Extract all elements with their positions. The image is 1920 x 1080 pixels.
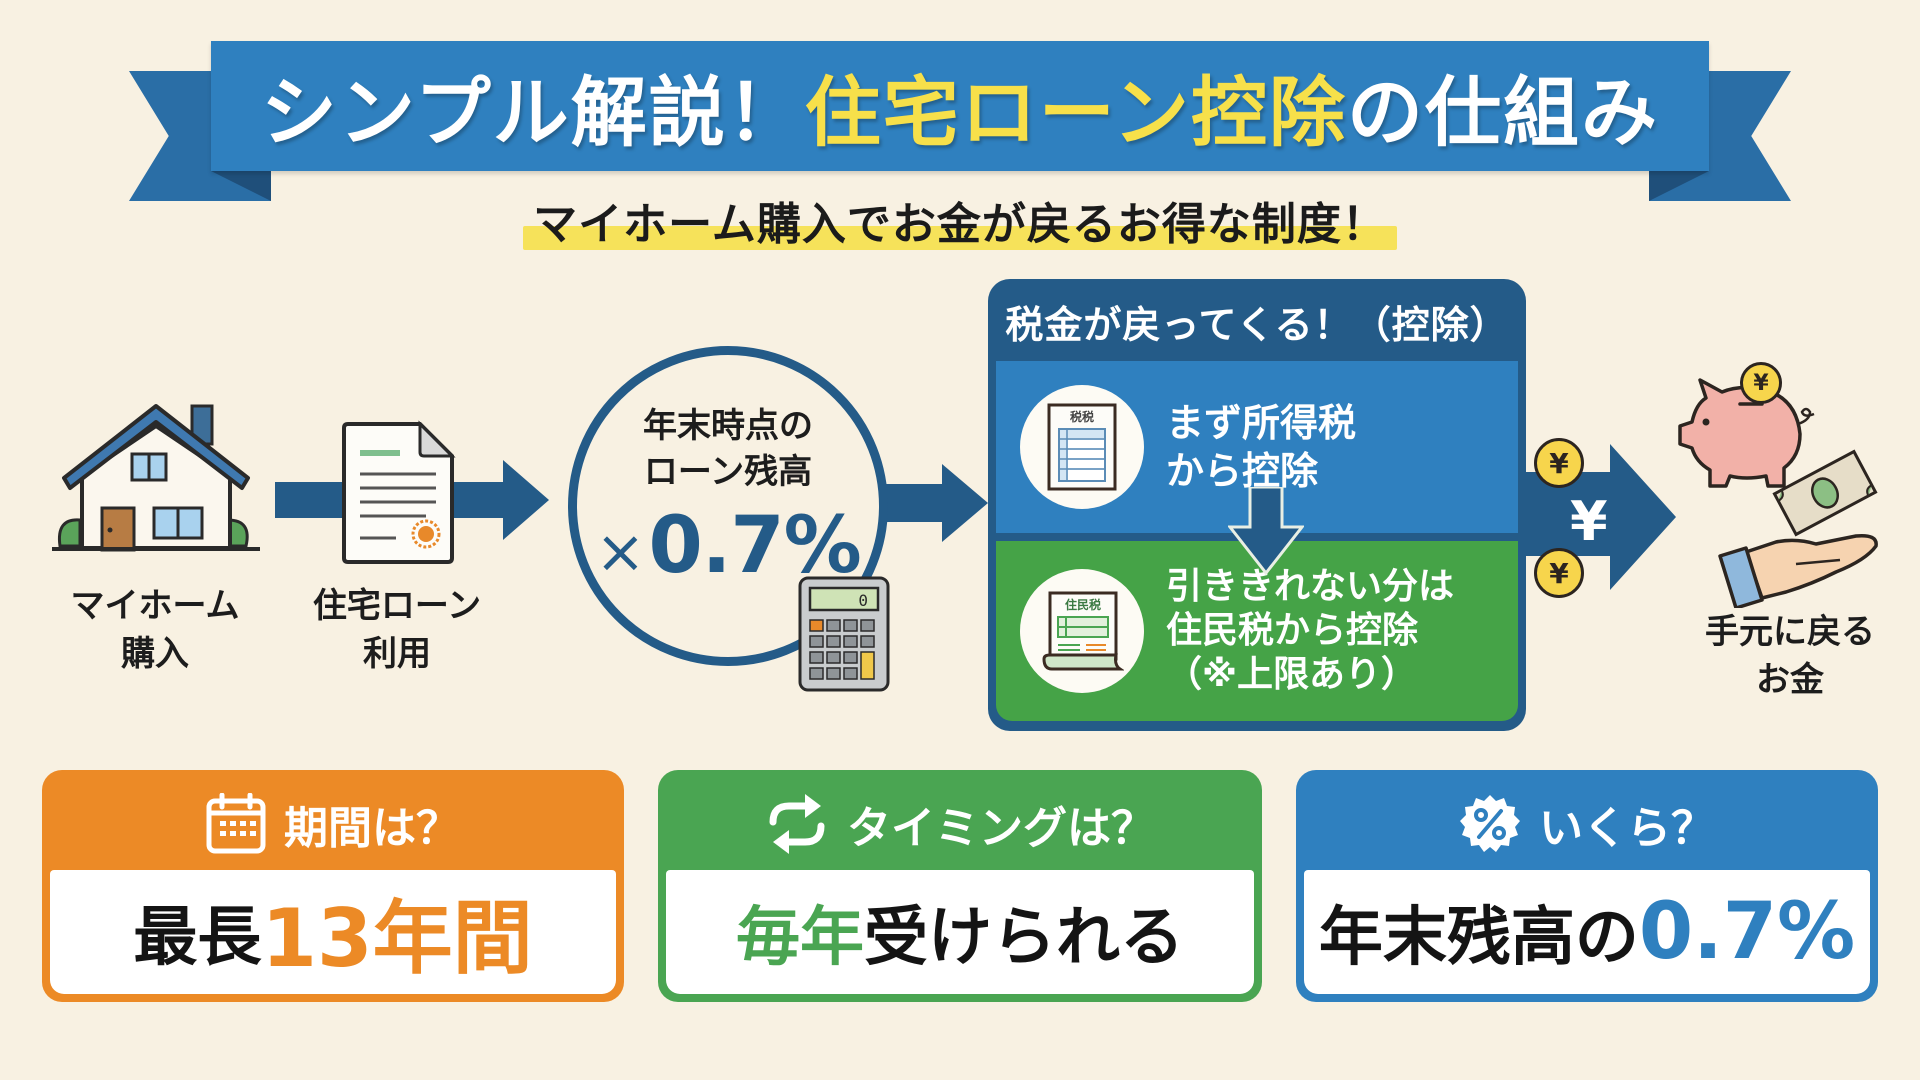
svg-text:税税: 税税 bbox=[1070, 409, 1094, 424]
amount-card-header: いくら？ bbox=[1304, 778, 1870, 870]
period-card-header: 期間は？ bbox=[50, 778, 616, 870]
flow-arrow-2 bbox=[880, 464, 990, 546]
result-label: 手元に戻る お金 bbox=[1705, 612, 1875, 700]
resident-tax-text: 引ききれない分は 住民税から控除 （※上限あり） bbox=[1166, 566, 1455, 695]
resident-tax-panel: 住民税 引ききれない分は 住民税から控除 （※上限あり） bbox=[996, 541, 1518, 721]
timing-card-value: 毎年受けられる bbox=[666, 870, 1254, 994]
yen-coin-icon: ¥ bbox=[1534, 548, 1584, 598]
income-tax-form-icon: 税税 bbox=[1020, 385, 1144, 509]
yen-symbol: ¥ bbox=[1570, 490, 1608, 553]
calendar-icon bbox=[206, 793, 266, 855]
yen-coin-icon: ¥ bbox=[1534, 438, 1584, 488]
loan-balance-label: 年末時点の ローン残高 bbox=[643, 406, 813, 492]
income-tax-text: まず所得税 から控除 bbox=[1166, 401, 1357, 493]
title-prefix: シンプル解説！ bbox=[261, 68, 805, 157]
svg-text:住民税: 住民税 bbox=[1065, 597, 1101, 612]
step-label-my-home: マイホーム 購入 bbox=[70, 586, 240, 674]
svg-text:0: 0 bbox=[858, 591, 868, 610]
percent-badge-icon bbox=[1459, 793, 1521, 855]
subtitle-container: マイホーム購入でお金が戻るお得な制度！ bbox=[0, 188, 1920, 252]
open-hand-icon bbox=[1716, 528, 1886, 610]
title-suffix: の仕組み bbox=[1346, 68, 1659, 157]
deduction-rate: ×0.7% bbox=[595, 501, 862, 591]
calculator-icon: 0 bbox=[798, 576, 890, 692]
piggy-bank-icon: ¥ bbox=[1676, 362, 1826, 494]
timing-card: タイミングは？ 毎年受けられる bbox=[658, 770, 1262, 1002]
title-highlight: 住宅ローン控除 bbox=[804, 68, 1347, 157]
subtitle: マイホーム購入でお金が戻るお得な制度！ bbox=[523, 188, 1397, 252]
tax-box-header: 税金が戻ってくる！（控除） bbox=[1005, 302, 1509, 347]
banknote-icon bbox=[1770, 448, 1880, 538]
timing-card-header: タイミングは？ bbox=[666, 778, 1254, 870]
resident-tax-form-icon: 住民税 bbox=[1020, 569, 1144, 693]
house-icon bbox=[46, 396, 266, 566]
yen-coin-icon: ¥ bbox=[1740, 362, 1782, 404]
page-title: シンプル解説！住宅ローン控除の仕組み bbox=[261, 51, 1659, 161]
timing-card-heading: タイミングは？ bbox=[847, 803, 1155, 854]
amount-card-heading: いくら？ bbox=[1539, 803, 1715, 854]
contract-document-icon bbox=[340, 420, 456, 566]
tax-refund-box: 税金が戻ってくる！（控除） 税税 まず所得税 から控除 住民税 bbox=[988, 279, 1526, 731]
period-card-heading: 期間は？ bbox=[284, 803, 460, 854]
repeat-icon bbox=[765, 792, 829, 856]
down-arrow-icon bbox=[1226, 485, 1306, 576]
step-label-home-loan: 住宅ローン 利用 bbox=[312, 586, 482, 674]
ribbon-banner: シンプル解説！住宅ローン控除の仕組み bbox=[211, 41, 1709, 171]
yen-transfer-arrow: ¥ ¥ ¥ bbox=[1526, 438, 1676, 598]
